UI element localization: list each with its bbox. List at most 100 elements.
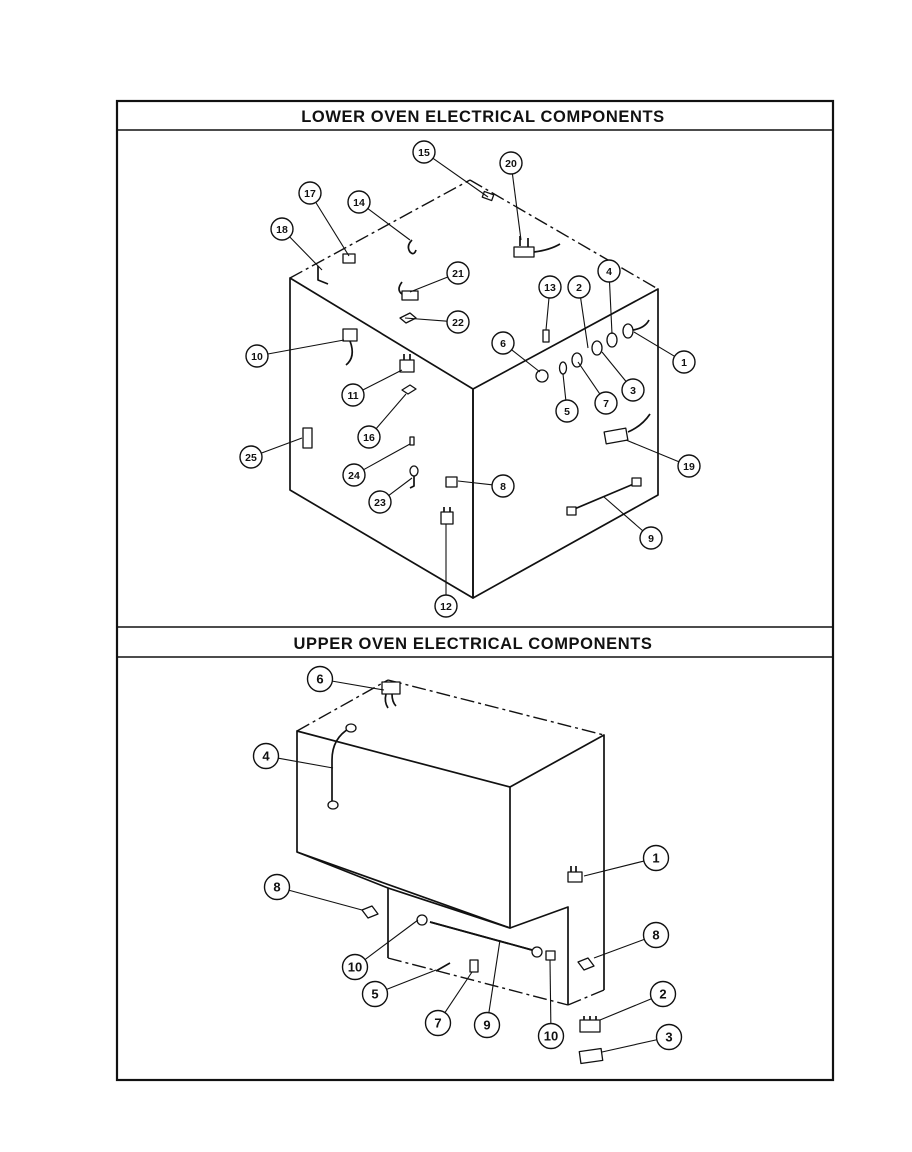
- callout-circle: [473, 1011, 501, 1039]
- callout-number: 22: [452, 317, 464, 329]
- outer-frame: [115, 99, 835, 1082]
- callout-lower-21: 21: [409, 261, 470, 293]
- leader-line: [583, 860, 645, 877]
- callout-lower-20: 20: [499, 151, 523, 241]
- leader-line: [625, 439, 680, 463]
- callout-circle: [252, 742, 280, 770]
- callout-lower-10: 10: [245, 339, 345, 368]
- leader-line: [511, 173, 522, 241]
- callout-circle: [342, 463, 366, 487]
- callout-upper-3: 3: [601, 1023, 683, 1053]
- leader-line: [457, 480, 493, 486]
- leader-line: [363, 443, 411, 471]
- callout-circle: [434, 594, 458, 618]
- callout-circle: [341, 953, 369, 981]
- callout-number: 5: [564, 406, 570, 418]
- callout-number: 21: [452, 268, 464, 280]
- callout-circle: [357, 425, 381, 449]
- callout-lower-25: 25: [239, 437, 303, 469]
- callout-number: 10: [251, 351, 263, 363]
- upper-oven-parts: [327, 681, 604, 1065]
- callout-lower-19: 19: [625, 439, 701, 478]
- callout-lower-16: 16: [357, 393, 407, 449]
- callout-circle: [639, 526, 663, 550]
- lower-oven-parts: [302, 190, 651, 525]
- leader-line: [444, 971, 473, 1013]
- callout-number: 1: [681, 357, 687, 369]
- callout-lower-6: 6: [491, 331, 541, 373]
- callout-number: 3: [630, 385, 636, 397]
- leader-line: [562, 373, 567, 401]
- leader-line: [367, 208, 411, 241]
- callout-number: 12: [440, 601, 452, 613]
- callout-number: 2: [576, 282, 582, 294]
- callout-circle: [555, 399, 579, 423]
- callout-upper-4: 4: [252, 742, 334, 770]
- callout-number: 18: [276, 224, 288, 236]
- callout-upper-7: 7: [424, 971, 473, 1037]
- callout-circle: [368, 490, 392, 514]
- leader-line: [267, 339, 345, 355]
- callout-circle: [672, 350, 696, 374]
- callout-number: 6: [500, 338, 506, 350]
- callout-number: 25: [245, 452, 257, 464]
- callout-number: 4: [262, 749, 270, 764]
- callout-lower-22: 22: [404, 310, 470, 334]
- callout-circle: [597, 259, 621, 283]
- callout-upper-1: 1: [583, 844, 670, 877]
- callout-circle: [499, 151, 523, 175]
- callout-number: 13: [544, 282, 556, 294]
- callout-lower-17: 17: [298, 181, 350, 257]
- callout-number: 16: [363, 432, 375, 444]
- callout-number: 3: [665, 1030, 672, 1045]
- lower-section-title: LOWER OVEN ELECTRICAL COMPONENTS: [301, 108, 665, 126]
- leader-line: [364, 919, 419, 960]
- callout-lower-14: 14: [347, 190, 411, 241]
- callout-circle: [567, 275, 591, 299]
- leader-line: [261, 437, 303, 454]
- callout-number: 8: [273, 880, 280, 895]
- callout-circle: [491, 331, 515, 355]
- callout-upper-5: 5: [361, 969, 437, 1008]
- callout-circle: [361, 980, 389, 1008]
- callout-upper-10: 10: [341, 919, 419, 981]
- callout-circle: [491, 474, 515, 498]
- callout-lower-23: 23: [368, 477, 413, 514]
- leader-line: [278, 757, 334, 769]
- callout-lower-24: 24: [342, 443, 411, 487]
- callout-lower-8: 8: [457, 474, 515, 498]
- leader-line: [608, 281, 613, 335]
- callout-lower-3: 3: [601, 351, 645, 402]
- callout-number: 7: [603, 398, 609, 410]
- leader-line: [577, 361, 601, 395]
- callout-number: 7: [434, 1016, 441, 1031]
- callout-number: 8: [652, 928, 659, 943]
- callout-lower-7: 7: [577, 361, 618, 415]
- callout-number: 17: [304, 188, 316, 200]
- callout-upper-6: 6: [306, 665, 385, 693]
- callout-circle: [655, 1023, 683, 1051]
- callout-lower-5: 5: [555, 373, 579, 423]
- callout-circle: [677, 454, 701, 478]
- callout-lower-1: 1: [633, 331, 696, 374]
- callout-upper-9: 9: [473, 939, 501, 1039]
- callout-lower-12: 12: [434, 524, 458, 618]
- callout-circle: [341, 383, 365, 407]
- leader-line: [375, 393, 407, 430]
- callout-circle: [263, 873, 291, 901]
- callout-number: 23: [374, 497, 386, 509]
- callout-lower-2: 2: [567, 275, 591, 349]
- callout-number: 15: [418, 147, 430, 159]
- leader-line: [404, 317, 448, 322]
- callout-number: 24: [348, 470, 360, 482]
- leader-line: [362, 369, 403, 391]
- callout-circle: [239, 445, 263, 469]
- callout-lower-11: 11: [341, 369, 403, 407]
- callout-number: 4: [606, 266, 612, 278]
- callout-number: 20: [505, 158, 517, 170]
- callout-circle: [412, 140, 436, 164]
- leader-line: [388, 477, 413, 496]
- callout-number: 11: [347, 390, 358, 402]
